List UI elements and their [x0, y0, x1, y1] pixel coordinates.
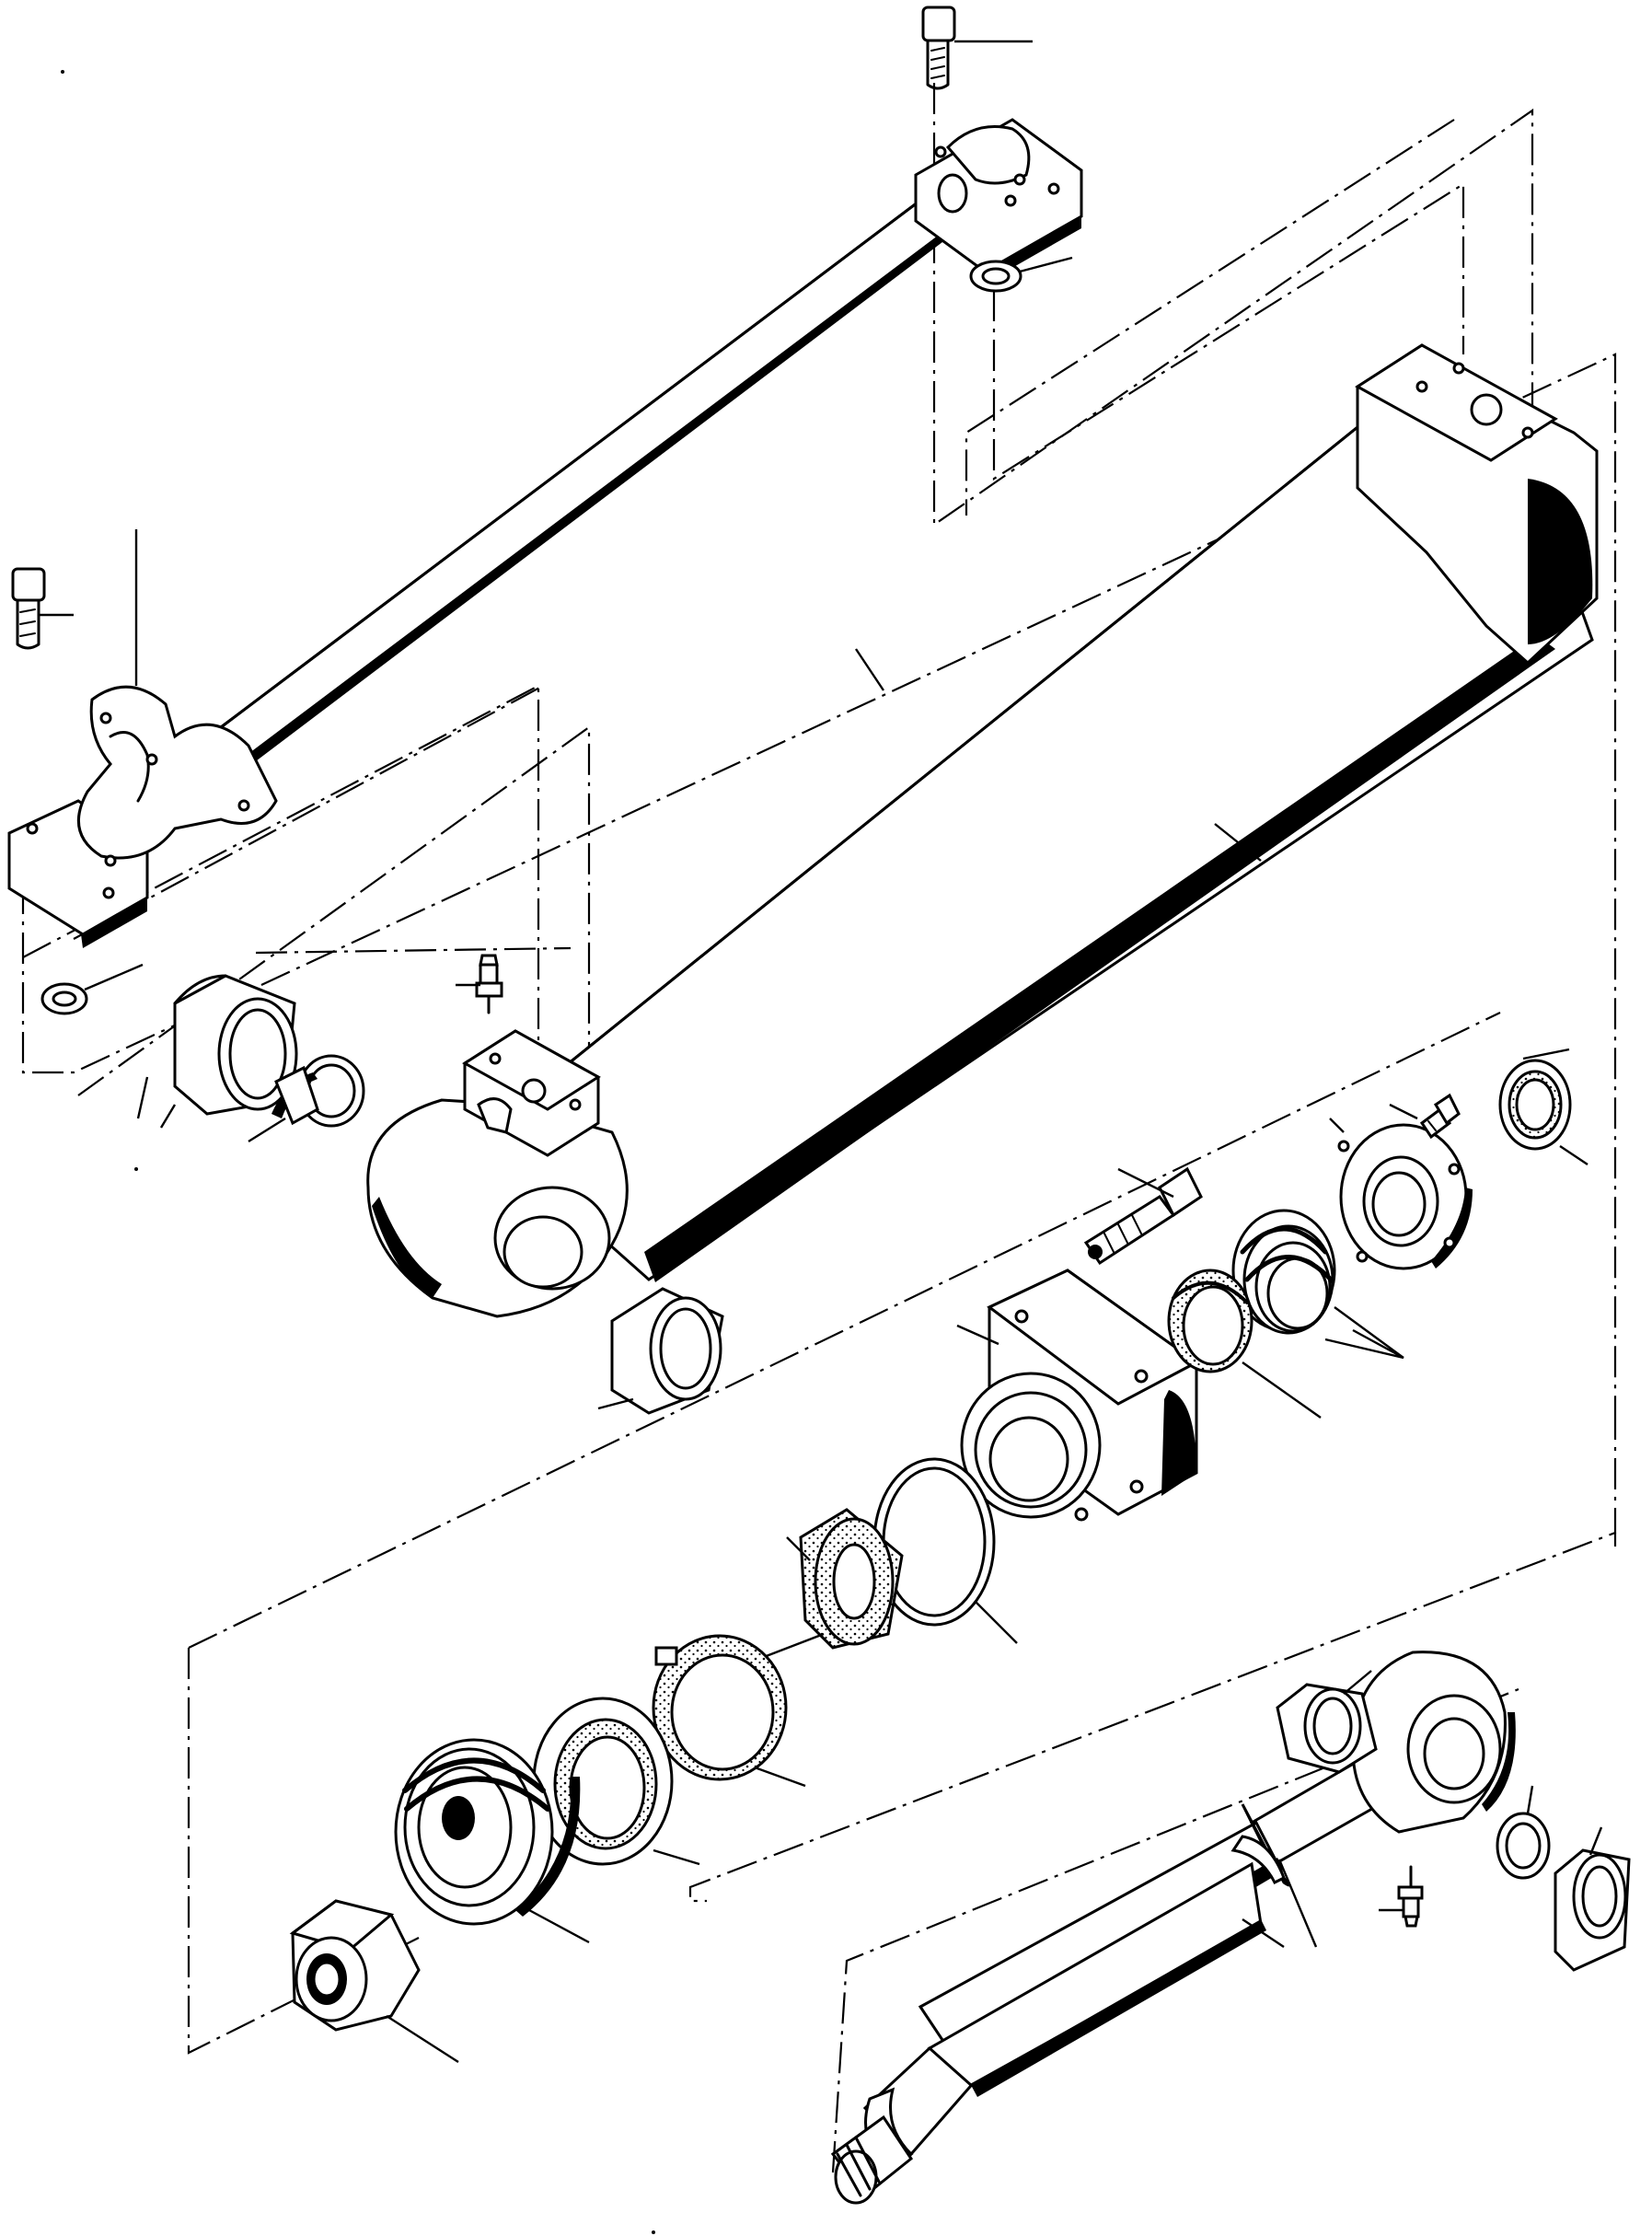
lock-washer-upper	[969, 260, 1022, 293]
leader-barrel-lower	[1214, 823, 1262, 862]
rod-eye	[1351, 1651, 1516, 1834]
leader-lock-washer-left	[84, 963, 144, 991]
leader-seal-stack	[1324, 1306, 1404, 1360]
left-bolt	[11, 567, 46, 650]
bushing-rod-eye-lower	[1554, 1848, 1631, 1972]
print-speck	[652, 2230, 655, 2234]
snap-ring	[1498, 1059, 1572, 1151]
leader-piston-nut	[386, 2014, 459, 2064]
leader-gland-flange	[956, 1324, 999, 1346]
piston	[394, 1738, 581, 1926]
grease-nipple-lower	[1397, 1865, 1424, 1928]
leader-bushing-eye-lower	[597, 1397, 634, 1410]
leader-bushing-left-2	[159, 1104, 177, 1129]
leader-backup-ring-2	[763, 1632, 825, 1659]
gland-flange	[960, 1269, 1199, 1522]
piston-wear-band	[652, 1634, 788, 1781]
leader-bushing-rod-eye-upper	[1343, 1670, 1372, 1695]
wear-ring-stippled	[1167, 1269, 1253, 1373]
wiper-ring-right	[1496, 1812, 1551, 1880]
retainer-bolt	[1419, 1093, 1461, 1140]
bushing-rod-eye-upper	[1276, 1683, 1378, 1774]
gland-bolt	[1083, 1166, 1203, 1266]
leader-piston-rod	[1242, 1918, 1285, 1948]
leader-wiper-ring-left	[248, 1117, 286, 1143]
leader-bushing-left	[136, 1076, 149, 1119]
print-speck	[61, 70, 64, 74]
leader-gland-bolt	[1117, 1167, 1174, 1199]
leader-lock-washer-upper	[1019, 256, 1073, 273]
print-speck	[134, 1167, 138, 1171]
leader-piston-seal	[653, 1848, 700, 1866]
hydraulic-tube	[219, 163, 982, 776]
leader-backup-ring	[786, 1536, 811, 1561]
leader-snap-ring	[1522, 1048, 1570, 1060]
leader-piston-rod-2	[1277, 1859, 1318, 1948]
leader-wiper-ring-right	[1526, 1785, 1534, 1814]
bushing-left	[173, 974, 298, 1116]
piston-nut	[289, 1899, 421, 2032]
bushing-eye-lower	[610, 1287, 724, 1415]
leader-piston	[528, 1908, 590, 1944]
piston-rod	[830, 1719, 1447, 2205]
lock-washer-left	[40, 982, 88, 1015]
leader-wear-ring	[1242, 1361, 1322, 1419]
wiper-ring-left	[271, 1054, 365, 1128]
leader-o-ring-gland	[975, 1601, 1018, 1644]
piston-seal	[532, 1697, 674, 1866]
rod-seal-stack	[1231, 1209, 1336, 1335]
grease-nipple-upper	[475, 954, 503, 1014]
leader-snap-ring-2	[1559, 1145, 1588, 1165]
leader-piston-wear-band	[754, 1766, 806, 1788]
leader-retainer-bolt	[1389, 1103, 1418, 1120]
left-tube-flange	[7, 685, 278, 948]
top-bolt	[921, 6, 956, 90]
leader-barrel-upper	[855, 648, 884, 691]
retainer-plate	[1337, 1123, 1473, 1270]
o-ring-gland	[872, 1457, 996, 1627]
upper-right-clamp	[914, 118, 1083, 284]
leader-bushing-rod-eye-lower	[1588, 1826, 1603, 1856]
backup-ring-stippled	[799, 1508, 904, 1650]
cylinder-barrel	[366, 343, 1599, 1318]
leader-retainer-plate	[1329, 1118, 1345, 1133]
